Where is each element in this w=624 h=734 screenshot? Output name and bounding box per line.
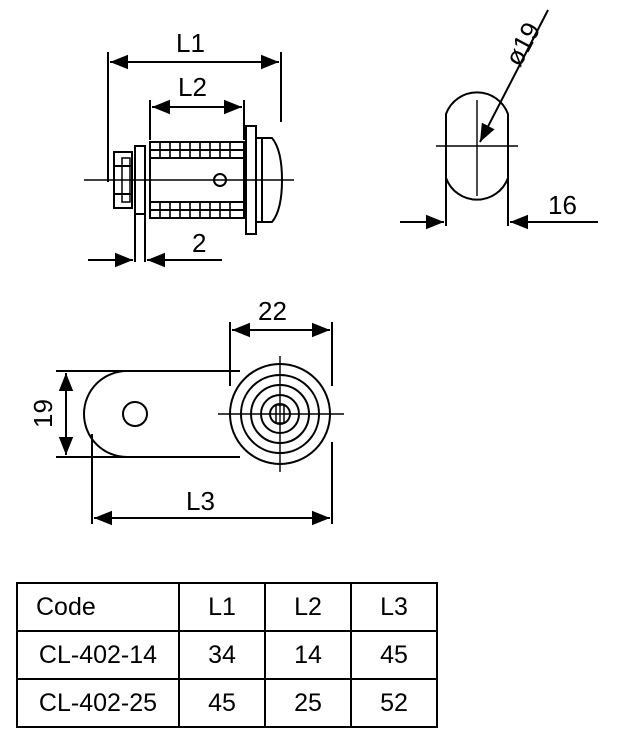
l3-label: L3 — [186, 486, 215, 516]
cell-l2: 14 — [264, 630, 352, 680]
spec-table: Code L1 L2 L3 CL-402-14 34 14 45 CL-402-… — [16, 582, 438, 728]
cell-l1: 34 — [178, 630, 266, 680]
column-header-l1: L1 — [178, 582, 266, 632]
table-row: CL-402-14 34 14 45 — [16, 630, 438, 680]
cell-l1: 45 — [178, 678, 266, 728]
cam-hole — [122, 401, 148, 427]
cell-code: CL-402-14 — [16, 630, 180, 680]
cell-code: CL-402-25 — [16, 678, 180, 728]
l1-label: L1 — [176, 28, 205, 58]
cell-l3: 52 — [350, 678, 438, 728]
l2-label: L2 — [178, 72, 207, 102]
width-label: 22 — [258, 296, 287, 326]
end-view — [400, 9, 598, 230]
column-header-l2: L2 — [264, 582, 352, 632]
technical-drawing: L1 L2 2 ø19 16 — [28, 9, 598, 526]
height-label: 19 — [28, 399, 58, 428]
flat-width-label: 16 — [548, 190, 577, 220]
cell-l3: 45 — [350, 630, 438, 680]
table-header-row: Code L1 L2 L3 — [16, 582, 438, 632]
column-header-l3: L3 — [350, 582, 438, 632]
column-header-code: Code — [16, 582, 180, 632]
cell-l2: 25 — [264, 678, 352, 728]
cam-arm — [83, 370, 240, 458]
side-view — [84, 52, 294, 268]
diameter-leader — [479, 9, 549, 143]
table-row: CL-402-25 45 25 52 — [16, 678, 438, 728]
flange-thickness-label: 2 — [192, 228, 206, 258]
bottom-view — [56, 322, 344, 526]
